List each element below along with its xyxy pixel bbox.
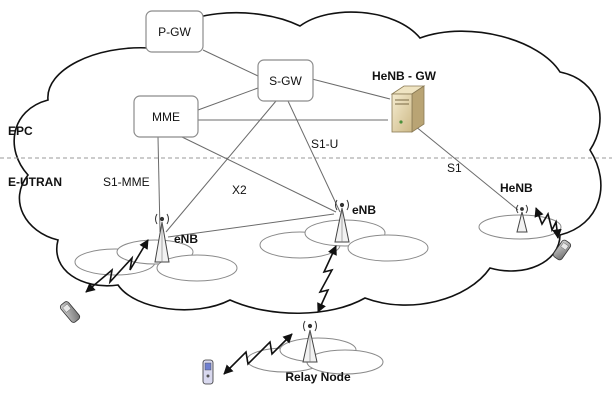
relay-label: Relay Node <box>285 370 351 384</box>
enb-center-node[interactable] <box>334 199 350 243</box>
link-henbgw-henb <box>414 125 519 211</box>
ue-left-phone-icon[interactable] <box>59 300 81 323</box>
x2-label: X2 <box>232 183 247 197</box>
s1-label: S1 <box>447 161 462 175</box>
link-mme-enb-center <box>181 136 337 213</box>
antenna-signal-icon <box>303 320 317 332</box>
henb-gw-node[interactable] <box>390 85 426 133</box>
mme-label: MME <box>152 110 180 124</box>
link-sgw-henbgw <box>311 78 391 100</box>
antenna-signal-icon <box>516 204 528 214</box>
s1u-label: S1-U <box>311 137 338 151</box>
s1mme-label: S1-MME <box>103 175 150 189</box>
link-mme-sgw <box>197 87 259 111</box>
radio-link-relay-backhaul <box>317 245 337 313</box>
link-sgw-enb-center <box>287 100 341 213</box>
pgw-label: P-GW <box>158 25 191 39</box>
enb-center-label: eNB <box>352 203 376 217</box>
pgw-node[interactable]: P-GW <box>145 10 204 53</box>
sgw-node[interactable]: S-GW <box>257 59 314 102</box>
ue-henb-phone-icon[interactable] <box>552 239 572 261</box>
radio-link-relay-ue <box>223 333 293 375</box>
radio-link-left-ue <box>85 239 149 293</box>
link-x2 <box>167 213 335 238</box>
henb-node[interactable] <box>516 204 528 233</box>
henb-gw-label: HeNB - GW <box>372 69 437 83</box>
eutran-label: E-UTRAN <box>8 175 62 189</box>
enb-left-label: eNB <box>174 232 198 246</box>
radio-link-henb-ue <box>534 207 562 239</box>
mme-node[interactable]: MME <box>133 95 199 138</box>
ue-relay-phone-icon[interactable] <box>202 359 214 385</box>
link-pgw-sgw <box>202 49 259 77</box>
relay-node[interactable] <box>302 320 318 363</box>
henb-label: HeNB <box>500 181 533 195</box>
enb-left-node[interactable] <box>154 213 170 263</box>
antenna-signal-icon <box>335 199 349 211</box>
sgw-label: S-GW <box>269 74 302 88</box>
link-mme-enb-left <box>157 136 161 233</box>
antenna-signal-icon <box>155 213 169 225</box>
epc-label: EPC <box>8 124 33 138</box>
link-sgw-enb-left <box>165 100 277 233</box>
